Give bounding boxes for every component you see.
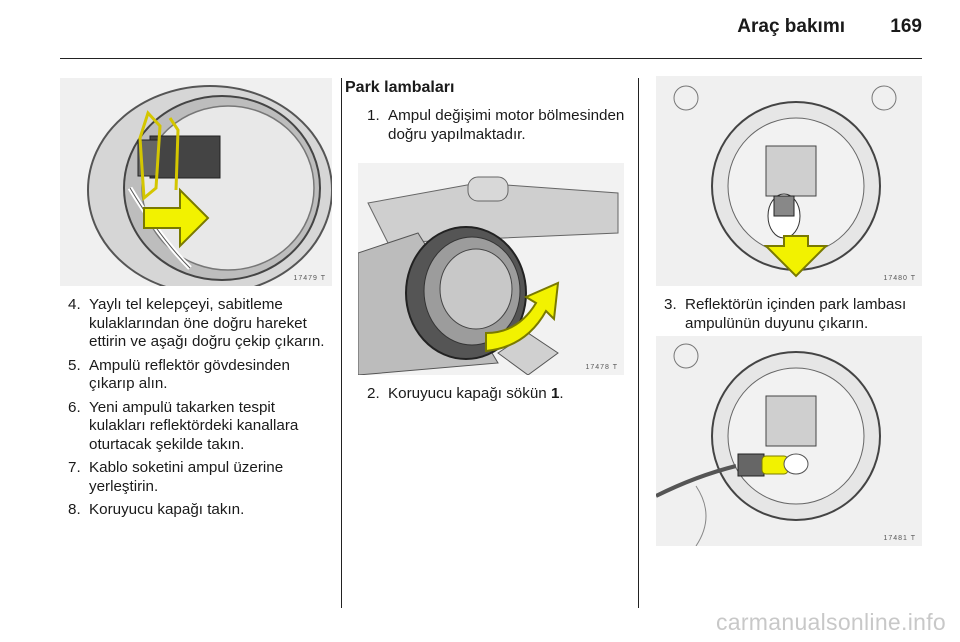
- page-number: 169: [890, 16, 922, 37]
- column-divider-right: [638, 78, 639, 608]
- right-step-list: 3.Reflektörün içinden park lambası ampul…: [664, 296, 934, 338]
- step-2: 2.Koruyucu kapağı sökün 1.: [367, 385, 564, 402]
- figure-label: 17480 T: [883, 275, 916, 282]
- figure-protective-cap: 17478 T: [358, 163, 624, 375]
- figure-bulb-socket: 17481 T: [656, 336, 922, 546]
- step-5: 5.Ampulü reflektör gövdesinden çıkarıp a…: [68, 356, 290, 393]
- page-header: Araç bakımı 169: [737, 16, 922, 38]
- figure-bulb-clip: 17479 T: [60, 78, 332, 286]
- middle-step-list-1: 1.Ampul değişimi motor bölmesinden doğru…: [367, 107, 632, 149]
- header-rule: [60, 58, 922, 59]
- step-3: 3.Reflektörün içinden park lambası ampul…: [664, 296, 907, 332]
- figure-label: 17478 T: [585, 364, 618, 371]
- step-6: 6.Yeni ampulü takarken tespit kulakları …: [68, 398, 299, 453]
- arrow-icon: [143, 187, 210, 249]
- middle-step-list-2: 2.Koruyucu kapağı sökün 1.: [367, 385, 632, 409]
- rotate-arrow-icon: [485, 281, 560, 353]
- step-4: 4.Yaylı tel kelepçeyi, sabitleme kulakla…: [68, 296, 325, 350]
- watermark: carmanualsonline.info: [715, 609, 946, 635]
- section-heading: Park lambaları: [345, 79, 455, 96]
- step-7: 7.Kablo soketini ampul üzerine yerleştir…: [68, 459, 284, 495]
- column-divider-left: [341, 78, 342, 608]
- figure-label: 17479 T: [293, 275, 326, 282]
- figure-bulb-holder-out: 17480 T: [656, 76, 922, 286]
- step-8: 8.Koruyucu kapağı takın.: [68, 501, 245, 518]
- step-1: 1.Ampul değişimi motor bölmesinden doğru…: [367, 107, 625, 143]
- section-title: Araç bakımı: [737, 16, 846, 37]
- down-arrow-icon: [763, 235, 829, 278]
- left-step-list: 4.Yaylı tel kelepçeyi, sabitleme kulakla…: [68, 296, 330, 525]
- figure-label: 17481 T: [883, 535, 916, 542]
